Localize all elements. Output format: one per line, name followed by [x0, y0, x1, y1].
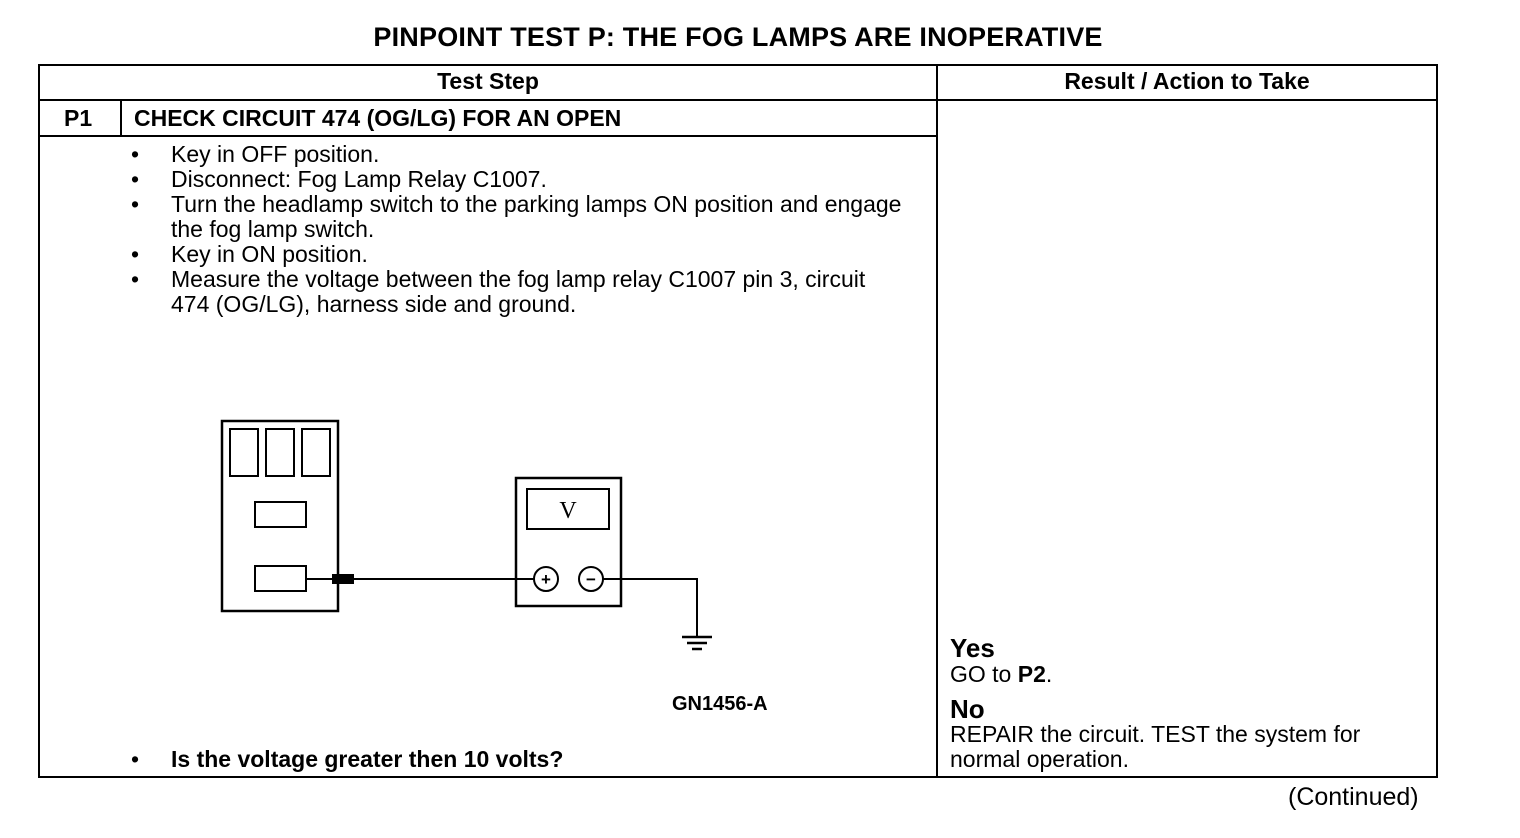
relay-connector — [220, 419, 340, 613]
step-title-divider — [38, 135, 937, 137]
step-id: P1 — [64, 105, 93, 131]
bullet-icon: • — [131, 746, 140, 772]
voltmeter — [514, 476, 623, 608]
connector-cavity — [229, 428, 259, 477]
ground-icon — [682, 635, 712, 651]
probe-icon — [332, 574, 354, 584]
connector-pin-3 — [254, 565, 307, 592]
connector-cavity — [265, 428, 295, 477]
step-id-divider — [120, 100, 122, 136]
column-divider — [936, 64, 938, 778]
instruction-item: •Key in ON position. — [131, 241, 368, 267]
connector-cavity — [301, 428, 331, 477]
result-no-action: REPAIR the circuit. TEST the system for … — [950, 721, 1361, 772]
bullet-icon: • — [131, 166, 140, 192]
figure-id: GN1456-A — [672, 693, 768, 715]
instruction-item: •Measure the voltage between the fog lam… — [131, 266, 866, 317]
positive-terminal-sign: + — [541, 570, 551, 589]
pinpoint-test-table — [38, 64, 1438, 778]
header-divider — [38, 99, 1438, 101]
result-yes-action: GO to P2. — [950, 661, 1053, 687]
bullet-icon: • — [131, 191, 140, 217]
bullet-icon: • — [131, 141, 140, 167]
result-no-label: No — [950, 694, 985, 724]
instruction-item: •Turn the headlamp switch to the parking… — [131, 191, 902, 242]
voltmeter-display — [526, 488, 610, 530]
step-title: CHECK CIRCUIT 474 (OG/LG) FOR AN OPEN — [134, 105, 622, 131]
bullet-icon: • — [131, 266, 140, 292]
step-instructions: •Key in OFF position. •Disconnect: Fog L… — [128, 142, 908, 317]
page-title: PINPOINT TEST P: THE FOG LAMPS ARE INOPE… — [373, 22, 1103, 52]
negative-lead — [603, 578, 698, 636]
negative-terminal-sign: − — [586, 570, 596, 589]
connector-cavity — [254, 501, 307, 528]
positive-terminal-icon — [533, 566, 559, 592]
header-result-action: Result / Action to Take — [1064, 68, 1310, 94]
continued-note: (Continued) — [1288, 783, 1419, 811]
bullet-icon: • — [131, 241, 140, 267]
instruction-item: •Disconnect: Fog Lamp Relay C1007. — [131, 166, 547, 192]
step-question: •Is the voltage greater then 10 volts? — [131, 746, 564, 772]
instruction-item: •Key in OFF position. — [131, 141, 380, 167]
goto-step-link[interactable]: P2 — [1017, 661, 1046, 687]
header-test-step: Test Step — [437, 68, 539, 94]
voltmeter-label: V — [559, 498, 577, 524]
result-yes-label: Yes — [950, 633, 995, 663]
